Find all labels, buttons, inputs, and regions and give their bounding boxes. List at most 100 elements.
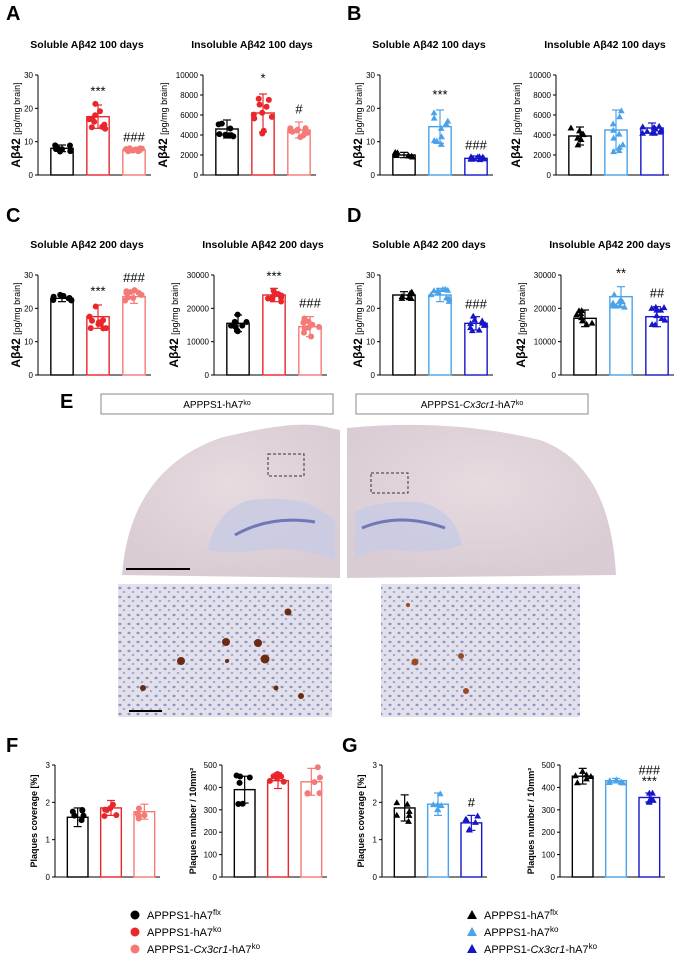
data-point xyxy=(393,799,401,806)
y-tick-label: 8000 xyxy=(180,91,198,100)
data-point xyxy=(480,155,488,161)
data-point xyxy=(472,818,479,825)
y-axis-label: Aβ42 [pg/mg brain] xyxy=(351,82,365,167)
y-tick-label: 30 xyxy=(366,271,375,280)
y-tick-label: 2000 xyxy=(533,151,551,160)
data-point xyxy=(237,773,244,780)
chart-d2: Insoluble Aβ42 200 days0100002000030000A… xyxy=(514,239,674,380)
chart-a2: Insoluble Aβ42 100 days02000400060008000… xyxy=(156,39,316,180)
y-axis-label: Aβ42 [pg/mg brain] xyxy=(509,82,523,167)
data-point xyxy=(575,307,583,314)
microscopy-panel: APPPS1-hA7ko APPPS1-Cx3cr1-hA7ko xyxy=(100,393,616,717)
data-point xyxy=(297,134,304,141)
y-tick-label: 0 xyxy=(547,171,552,180)
data-point xyxy=(656,128,664,135)
y-tick-label: 4000 xyxy=(180,131,198,140)
data-point xyxy=(621,303,628,310)
data-point xyxy=(398,294,406,301)
legend-item: APPPS1-hA7ko xyxy=(130,925,222,939)
data-point xyxy=(430,109,438,116)
data-point xyxy=(616,297,623,304)
data-point xyxy=(661,316,669,323)
y-axis-label: Aβ42 [pg/mg brain] xyxy=(9,282,23,367)
data-point xyxy=(573,779,581,786)
significance-label: *** xyxy=(266,268,281,283)
data-point xyxy=(141,812,148,819)
data-point xyxy=(218,120,225,127)
y-tick-label: 100 xyxy=(204,851,218,860)
data-point xyxy=(231,323,238,330)
significance-label: *** xyxy=(432,87,447,102)
data-point xyxy=(615,147,623,154)
data-point xyxy=(588,319,596,326)
data-point xyxy=(438,133,445,140)
data-point xyxy=(394,149,401,156)
y-tick-label: 2 xyxy=(46,798,51,807)
data-point xyxy=(316,790,323,797)
bar xyxy=(122,295,146,376)
legend-item: APPPS1-hA7ko xyxy=(467,925,559,939)
panel-label-f: F xyxy=(6,735,18,757)
chart-title: Insoluble Aβ42 100 days xyxy=(191,39,313,51)
data-point xyxy=(578,314,585,321)
data-point xyxy=(579,317,586,324)
y-tick-label: 10000 xyxy=(534,338,557,347)
panel-label-b: B xyxy=(347,3,361,25)
panel-label-d: D xyxy=(347,205,361,227)
legend-label: APPPS1-hA7flx xyxy=(484,908,558,923)
y-axis-label: Aβ42 [pg/mg brain] xyxy=(514,282,528,367)
bar xyxy=(262,294,286,376)
chart-title: Soluble Aβ42 100 days xyxy=(372,39,486,51)
significance-label: ### xyxy=(299,296,321,311)
data-point xyxy=(444,117,452,124)
data-point xyxy=(67,148,74,155)
legend-marker xyxy=(130,944,140,954)
data-point xyxy=(236,779,243,786)
legend-marker xyxy=(130,927,140,937)
y-axis-label: Plaques coverage [%] xyxy=(356,774,366,867)
y-tick-label: 0 xyxy=(371,371,376,380)
y-tick-label: 10000 xyxy=(176,71,199,80)
data-point xyxy=(86,116,93,123)
data-point xyxy=(97,320,104,327)
data-point xyxy=(316,774,323,781)
image-label-right: APPPS1-Cx3cr1-hA7ko xyxy=(421,400,524,412)
y-tick-label: 3 xyxy=(373,761,378,770)
data-point xyxy=(130,294,137,301)
data-point xyxy=(574,141,582,148)
y-tick-label: 20 xyxy=(24,304,33,313)
data-point xyxy=(79,807,86,814)
data-point xyxy=(474,812,482,819)
data-point xyxy=(251,115,258,122)
bar xyxy=(571,775,594,878)
data-point xyxy=(308,333,315,340)
data-point xyxy=(234,311,241,318)
data-point xyxy=(655,122,663,129)
image-label-box-left xyxy=(100,393,334,415)
y-tick-label: 500 xyxy=(204,761,218,770)
y-tick-label: 0 xyxy=(213,873,218,882)
y-axis-label: Aβ42 [pg/mg brain] xyxy=(9,82,23,167)
data-point xyxy=(619,141,627,148)
data-point xyxy=(645,789,653,796)
brain-section-left xyxy=(122,424,340,578)
data-point xyxy=(54,145,61,152)
data-point xyxy=(468,327,476,334)
data-point xyxy=(610,148,617,155)
data-point xyxy=(427,291,435,298)
data-point xyxy=(100,325,107,332)
y-tick-label: 100 xyxy=(542,851,556,860)
data-point xyxy=(239,800,246,807)
data-point xyxy=(653,312,661,319)
data-point xyxy=(256,101,263,108)
data-point xyxy=(652,125,659,132)
data-point xyxy=(301,129,308,136)
data-point xyxy=(216,131,223,138)
legend-marker xyxy=(467,944,477,953)
